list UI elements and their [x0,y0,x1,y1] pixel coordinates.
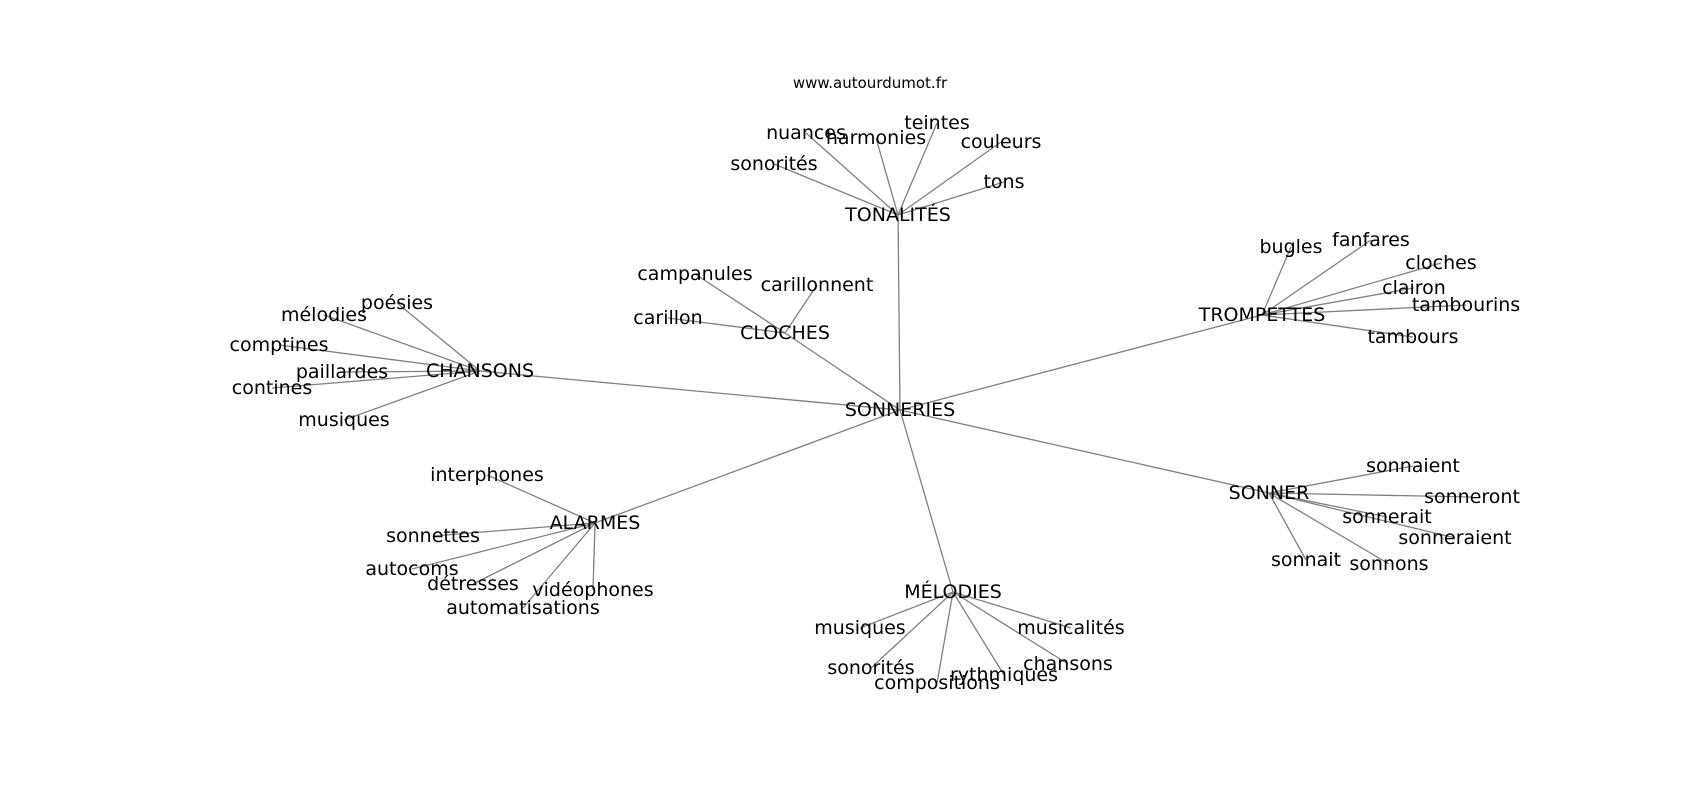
leaf-edge [694,273,786,334]
leaf-word[interactable]: paillardes [296,361,388,383]
leaf-word[interactable]: fanfares [1332,229,1410,251]
source-url[interactable]: www.autourdumot.fr [793,74,948,92]
leaf-word[interactable]: sonnons [1349,553,1428,575]
leaf-edge [859,591,954,629]
hub-word[interactable]: TROMPETTES [1198,304,1326,326]
leaf-word[interactable]: sonnettes [386,525,480,547]
hub-edge [899,409,954,593]
leaf-edge [432,522,596,537]
leaf-edge [897,122,938,216]
leaf-edge [396,302,481,372]
leaf-edge [667,317,786,334]
leaf-edge [773,163,899,216]
hub-word[interactable]: ALARMES [550,512,641,534]
leaf-word[interactable]: sonnait [1271,549,1341,571]
leaf-word[interactable]: automatisations [446,597,599,619]
leaf-edge [1268,492,1456,539]
leaf-edge [472,522,596,585]
leaf-edge [1261,239,1372,316]
leaf-word[interactable]: tons [983,171,1024,193]
leaf-edge [952,591,1072,629]
leaf-edge [341,370,481,373]
hub-edge [784,332,901,411]
leaf-edge [1268,492,1388,518]
center-word[interactable]: SONNERIES [845,399,955,421]
leaf-word[interactable]: sonnaient [1366,455,1460,477]
leaf-edge [936,591,954,684]
leaf-word[interactable]: vidéophones [532,579,653,601]
leaf-word[interactable]: sonneraient [1398,527,1511,549]
leaf-word[interactable]: sonnerait [1342,506,1431,528]
leaf-edge [522,522,596,609]
hub-word[interactable]: MÉLODIES [904,580,1002,603]
leaf-word[interactable]: rythmiques [950,664,1058,686]
leaf-edge [343,370,481,421]
leaf-word[interactable]: carillon [633,307,702,329]
leaf-edge [1268,492,1473,498]
leaf-edge [805,132,899,216]
leaf-word[interactable]: sonneront [1424,486,1520,508]
leaf-word[interactable]: harmonies [826,127,926,149]
leaf-word[interactable]: sonorités [730,153,817,175]
hub-edge [897,214,901,411]
leaf-edge [1261,246,1292,316]
leaf-word[interactable]: contines [232,377,312,399]
leaf-edge [271,370,481,389]
leaf-edge [952,591,1005,676]
leaf-word[interactable]: poésies [361,292,433,314]
leaf-edge [897,181,1005,216]
leaf-edge [278,344,481,372]
leaf-word[interactable]: mélodies [281,304,367,326]
leaf-edge [897,141,1002,216]
leaf-word[interactable]: sonorités [827,657,914,679]
hub-word[interactable]: CLOCHES [740,322,830,344]
hub-edge [899,314,1263,411]
leaf-edge [1268,465,1414,494]
leaf-word[interactable]: bugles [1259,236,1322,258]
hub-word[interactable]: CHANSONS [426,360,534,382]
graph-edges [271,122,1473,684]
leaf-edge [486,474,596,524]
leaf-edge [592,522,596,591]
leaf-word[interactable]: interphones [430,464,544,486]
leaf-edge [1261,262,1442,316]
leaf-word[interactable]: teintes [904,112,970,134]
leaf-word[interactable]: tambourins [1412,294,1520,316]
leaf-edge [1268,492,1390,565]
hub-edge [479,370,901,411]
leaf-word[interactable]: compositions [874,672,1000,694]
hub-word[interactable]: SONNER [1229,482,1310,504]
leaf-edge [875,137,899,216]
leaf-edge [1268,492,1307,561]
hub-edge [899,409,1270,494]
hub-edge [594,409,901,524]
leaf-edge [1261,304,1467,316]
leaf-word[interactable]: nuances [766,122,846,144]
leaf-edge [323,314,481,372]
leaf-word[interactable]: chansons [1023,653,1113,675]
leaf-word[interactable]: musiques [814,617,905,639]
leaf-edge [1261,287,1415,316]
leaf-edge [870,591,954,669]
leaf-edge [1261,314,1414,338]
leaf-word[interactable]: musiques [298,409,389,431]
leaf-word[interactable]: clairon [1382,277,1446,299]
leaf-word[interactable]: campanules [637,263,752,285]
leaf-word[interactable]: cloches [1405,252,1476,274]
graph-nodes: SONNERIES TONALITÉS nuancesharmoniesteinte… [230,112,1521,694]
leaf-word[interactable]: détresses [427,573,519,595]
leaf-word[interactable]: tambours [1367,326,1458,348]
leaf-word[interactable]: couleurs [961,131,1042,153]
hub-word[interactable]: TONALITÉS [844,203,951,226]
leaf-word[interactable]: carillonnent [761,274,874,296]
leaf-word[interactable]: musicalités [1017,617,1124,639]
leaf-edge [411,522,596,570]
leaf-edge [952,591,1069,665]
leaf-word[interactable]: autocoms [365,558,458,580]
leaf-edge [784,284,818,334]
leaf-word[interactable]: comptines [230,334,329,356]
